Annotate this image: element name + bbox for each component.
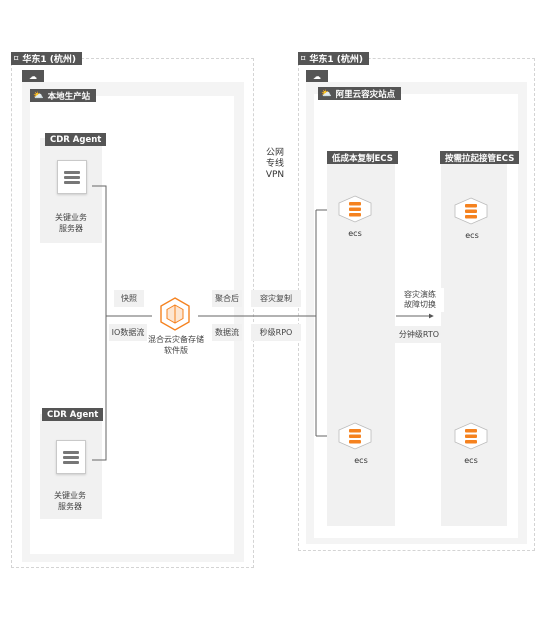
agent-1-title: CDR Agent xyxy=(45,133,107,146)
ecs-label: ecs xyxy=(348,229,362,238)
aggregate-chip: 聚合后 xyxy=(212,290,242,307)
ecs-icon xyxy=(454,197,488,225)
io-flow-chip: IO数据流 xyxy=(109,324,147,341)
region-left-tag: ⌑ 华东1 (杭州) xyxy=(11,52,82,65)
region-right-tag: ⌑ 华东1 (杭州) xyxy=(298,52,369,65)
low-cost-ecs-title: 低成本复制ECS xyxy=(327,151,398,164)
site-icon: ⛅ xyxy=(33,90,44,101)
ecs-icon xyxy=(338,422,372,450)
left-site-tag: ⛅ 本地生产站 xyxy=(30,89,97,102)
hybrid-storage-label: 混合云灾备存储 软件版 xyxy=(148,335,204,355)
ecs-label: ecs xyxy=(354,456,368,465)
server-icon xyxy=(56,440,86,474)
vpn-label: 公网 专线 VPN xyxy=(265,148,285,180)
ecs-label: ecs xyxy=(465,231,479,240)
snapshot-chip: 快照 xyxy=(114,290,144,307)
right-site-label: 阿里云容灾站点 xyxy=(335,89,396,100)
region-icon: ⌑ xyxy=(14,54,19,63)
ecs-icon xyxy=(454,422,488,450)
agent-1-server-label: 关键业务 服务器 xyxy=(55,213,87,233)
cloud-icon: ☁ xyxy=(306,70,328,82)
left-site-label: 本地生产站 xyxy=(47,91,91,102)
region-icon: ⌑ xyxy=(301,54,306,63)
right-site-tag: ⛅ 阿里云容灾站点 xyxy=(318,87,402,100)
server-icon xyxy=(57,160,87,194)
rpo-chip: 秒级RPO xyxy=(251,324,301,341)
replication-chip: 容灾复制 xyxy=(251,290,301,307)
agent-2-server-label: 关键业务 服务器 xyxy=(54,491,86,511)
region-right-label: 华东1 (杭州) xyxy=(309,55,363,65)
failover-chip: 容灾演练 故障切换 xyxy=(396,288,444,312)
ecs-icon xyxy=(338,195,372,223)
agent-2-title: CDR Agent xyxy=(42,408,104,421)
cloud-icon: ☁ xyxy=(22,70,44,82)
hybrid-storage-icon xyxy=(160,297,190,331)
site-icon: ⛅ xyxy=(321,88,332,99)
on-demand-ecs-title: 按需拉起接管ECS xyxy=(440,151,520,164)
rto-chip: 分钟级RTO xyxy=(394,326,444,343)
ecs-label: ecs xyxy=(464,456,478,465)
dataflow-chip: 数据流 xyxy=(212,324,242,341)
region-left-label: 华东1 (杭州) xyxy=(22,55,76,65)
